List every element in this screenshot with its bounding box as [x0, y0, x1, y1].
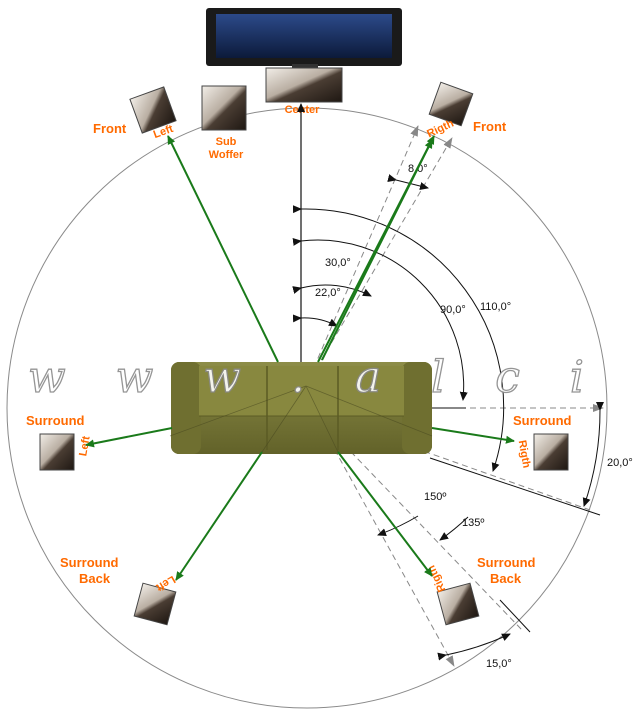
back-left-speaker-icon — [133, 582, 177, 626]
angle-22-label: 22,0° — [315, 287, 341, 299]
angle-15-label: 15,0° — [486, 658, 512, 670]
angle-110-label: 110,0° — [480, 301, 511, 313]
front-right-speaker-icon — [428, 81, 474, 127]
front-right-side-label: Rigth — [425, 117, 456, 140]
surround-left-side-label: Left — [77, 435, 92, 457]
surround-right-side-label: Rigth — [516, 439, 533, 469]
surround-right-speaker-icon — [533, 433, 569, 471]
back-right-label-2: Back — [490, 571, 522, 586]
back-left-label-2: Back — [79, 571, 111, 586]
back-right-label-1: Surround — [477, 555, 536, 570]
angle-135-label: 135º — [462, 517, 484, 529]
angle-tick-lines — [429, 407, 601, 633]
back-right-side-label: Rigth — [425, 563, 448, 594]
surround-left-speaker-icon — [39, 433, 75, 471]
angle-150-label: 150º — [424, 491, 446, 503]
listening-circle — [6, 107, 608, 709]
subwoofer-icon — [201, 85, 247, 131]
angle-arcs — [292, 174, 604, 661]
angle-20-label: 20,0° — [607, 457, 633, 469]
center-label: Center — [285, 104, 321, 116]
sofa-icon — [171, 362, 432, 454]
back-right-speaker-icon — [436, 582, 480, 626]
angle-30-label: 30,0° — [325, 257, 351, 269]
sofa-crossing-lines — [169, 385, 433, 453]
back-left-label-1: Surround — [60, 555, 119, 570]
surround-right-group-label: Surround — [513, 413, 572, 428]
angle-90-label: 90,0° — [440, 304, 466, 316]
front-left-speaker-icon — [129, 86, 177, 134]
front-left-group-label: Front — [93, 121, 127, 136]
tv-icon — [206, 8, 402, 68]
surround-left-group-label: Surround — [26, 413, 85, 428]
center-speaker-icon — [265, 67, 343, 103]
watermark-text: w w w . a l c i r o . o r g — [28, 352, 634, 403]
speaker-direction-arrows — [85, 135, 515, 581]
subwoofer-label-2: Woffer — [209, 149, 244, 161]
front-right-group-label: Front — [473, 119, 507, 134]
subwoofer-label-1: Sub — [216, 136, 237, 148]
